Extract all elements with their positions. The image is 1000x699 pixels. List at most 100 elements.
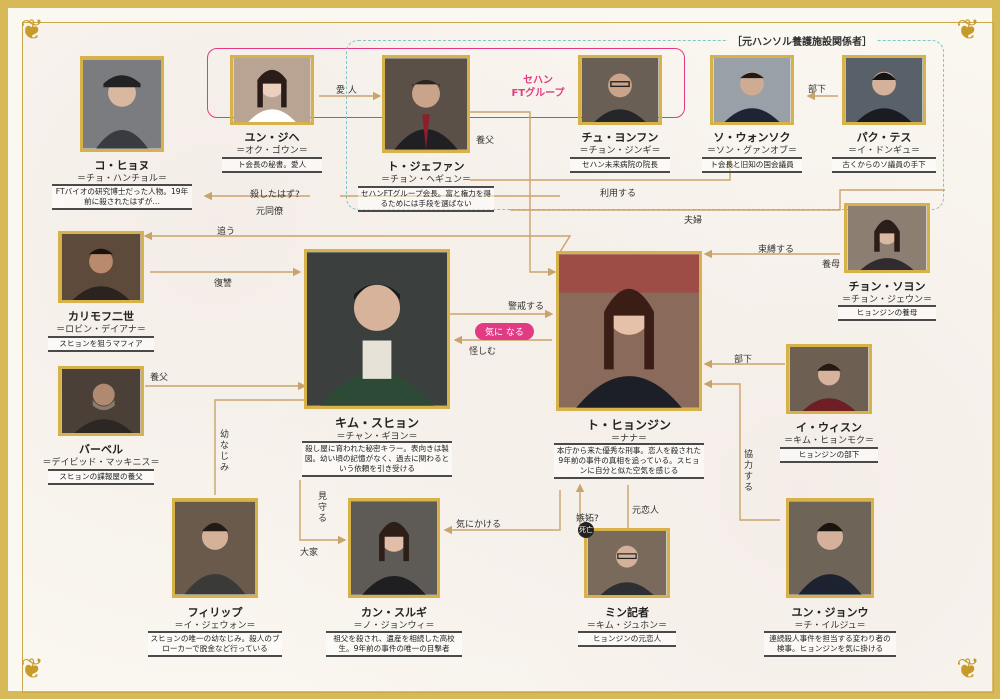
- portrait-kan-suruki: [348, 498, 440, 598]
- desc-babel: スヒョンの諜報屋の養父: [48, 469, 154, 485]
- portrait-to-jefan: [382, 55, 470, 153]
- desc-chu-yonfun: セハン未来病院の院長: [570, 157, 670, 173]
- actor-kim-suhyon: ＝チャン・ギヨン＝: [336, 432, 418, 442]
- actor-firippu: ＝イ・ジェウォン＝: [174, 621, 256, 631]
- actor-karimofu: ＝ロビン・デイアナ＝: [56, 325, 146, 335]
- desc-kan-suruki: 祖父を殺され、遺産を相続した高校生。9年前の事件の唯一の目撃者: [326, 631, 462, 657]
- label-watch: 見守る: [318, 492, 328, 524]
- label-adopt2: 養父: [150, 373, 169, 383]
- desc-chon-soyon: ヒョンジンの養母: [838, 305, 936, 321]
- actor-kan-suruki: ＝ノ・ジョンウィ＝: [353, 621, 435, 631]
- actor-i-wisun: ＝キム・ヒョンモク＝: [783, 436, 874, 446]
- portrait-yun-jonwu: [786, 498, 874, 598]
- label-interested: 気に なる: [475, 323, 534, 340]
- desc-i-wisun: ヒョンジンの部下: [780, 447, 878, 463]
- actor-babel: ＝デイビッド・マッキニス＝: [42, 458, 160, 468]
- desc-so-wonsoku: ト会長と旧知の国会議員: [702, 157, 802, 173]
- line-chase: [143, 231, 572, 253]
- portrait-ko-hyonu: [80, 56, 164, 152]
- label-foster: 養母: [822, 260, 841, 270]
- name-kim-suhyon: キム・スヒョン: [334, 416, 419, 430]
- name-babel: バーベル: [79, 443, 123, 456]
- label-killed: 殺したはず?: [250, 190, 300, 200]
- actor-ko-hyonu: ＝チョ・ハンチョル＝: [76, 174, 167, 184]
- label-wary: 警戒する: [508, 302, 545, 312]
- label-care: 気にかける: [456, 520, 502, 530]
- sehan-group-title: セハン FTグループ: [511, 75, 565, 99]
- actor-yun-jihye: ＝オク・ゴウン＝: [236, 146, 308, 156]
- actor-yun-jonwu: ＝チ・イルジュ＝: [794, 621, 866, 631]
- actor-to-jefan: ＝チョン・ヘギュン＝: [380, 175, 471, 185]
- label-lover: 愛 人: [336, 86, 357, 96]
- label-bind: 束縛する: [758, 245, 795, 255]
- desc-to-hyonjin: 本庁から来た優秀な刑事。恋人を殺された9年前の事件の真相を追っている。スヒョンに…: [554, 443, 704, 479]
- actor-chon-soyon: ＝チョン・ジェウン＝: [841, 295, 932, 305]
- portrait-kim-suhyon: [304, 249, 450, 409]
- label-jealous: 嫉妬?: [576, 514, 599, 524]
- actor-min-kisha: ＝キム・ジュホン＝: [586, 621, 668, 631]
- name-paku-tesu: パク・テス: [856, 131, 912, 144]
- ornament-corner-bottom-left: ❦: [20, 652, 44, 685]
- line-adopt1: [470, 111, 557, 277]
- label-subordinate2: 部下: [734, 355, 753, 365]
- portrait-min-kisha: [584, 528, 670, 598]
- portrait-babel: [58, 366, 144, 436]
- name-so-wonsoku: ソ・ウォンソク: [713, 131, 791, 144]
- name-yun-jonwu: ユン・ジョンウ: [791, 606, 869, 619]
- desc-paku-tesu: 古くからのソ議員の手下: [832, 157, 936, 173]
- label-suspect: 怪しむ: [469, 347, 497, 357]
- line-cooperate: [703, 379, 780, 521]
- label-childhood: 幼なじみ: [220, 430, 230, 473]
- label-use: 利用する: [600, 189, 637, 199]
- line-care: [443, 490, 561, 535]
- desc-firippu: スヒョンの唯一の幼なじみ。殺人のブローカーで脱金など行っている: [148, 631, 282, 657]
- name-yun-jihye: ユン・ジヘ: [244, 131, 300, 144]
- name-i-wisun: イ・ウィスン: [796, 421, 862, 434]
- name-to-jefan: ト・ジェファン: [387, 160, 465, 173]
- portrait-karimofu: [58, 231, 144, 303]
- line-watch: [299, 480, 347, 545]
- label-married: 夫婦: [684, 216, 703, 226]
- desc-yun-jihye: ト会長の秘書。愛人: [222, 157, 322, 173]
- portrait-i-wisun: [786, 344, 872, 414]
- label-cooperate: 協力する: [744, 450, 754, 493]
- desc-karimofu: スヒョンを狙うマフィア: [48, 336, 154, 352]
- portrait-chu-yonfun: [578, 55, 662, 125]
- name-ko-hyonu: コ・ヒョヌ: [94, 159, 150, 172]
- ornament-corner-top-left: ❦: [20, 13, 44, 46]
- label-landlord: 大家: [300, 548, 319, 558]
- desc-min-kisha: ヒョンジンの元恋人: [578, 631, 676, 647]
- actor-to-hyonjin: ＝ナナ＝: [610, 434, 647, 444]
- desc-kim-suhyon: 殺し屋に育われた秘密キラー。表向きは製図。幼い頃の記憶がなく、過去に関わるという…: [302, 441, 452, 477]
- label-ex-lover: 元恋人: [632, 506, 660, 516]
- label-chase: 追う: [217, 227, 236, 237]
- portrait-paku-tesu: [842, 55, 926, 125]
- death-badge: 死亡: [578, 522, 594, 538]
- desc-ko-hyonu: FTバイオの研究博士だった人物。19年前に殺されたはずが…: [52, 184, 192, 210]
- ornament-corner-bottom-right: ❦: [956, 652, 980, 685]
- name-chu-yonfun: チュ・ヨンフン: [581, 131, 659, 144]
- actor-paku-tesu: ＝イ・ドンギュ＝: [847, 146, 920, 156]
- orphanage-group-title: ［元ハンソル養護施設関係者］: [728, 33, 876, 48]
- portrait-firippu: [172, 498, 258, 598]
- name-to-hyonjin: ト・ヒョンジン: [586, 418, 671, 432]
- label-subordinate1: 部下: [808, 85, 827, 95]
- actor-so-wonsoku: ＝ソン・グァンオブ＝: [706, 146, 797, 156]
- portrait-to-hyonjin: [556, 251, 702, 411]
- label-adopt1: 養父: [476, 136, 495, 146]
- portrait-chon-soyon: [844, 203, 930, 273]
- name-firippu: フィリップ: [187, 606, 243, 619]
- name-chon-soyon: チョン・ソヨン: [848, 280, 926, 293]
- portrait-yun-jihye: [230, 55, 314, 125]
- desc-to-jefan: セハンFTグループ会長。富と権力を得るためには手段を選ばない: [358, 186, 494, 212]
- name-karimofu: カリモフ二世: [68, 310, 134, 323]
- name-kan-suruki: カン・スルギ: [361, 606, 427, 619]
- line-married: [510, 189, 945, 211]
- name-min-kisha: ミン記者: [605, 606, 649, 619]
- portrait-so-wonsoku: [710, 55, 794, 125]
- ornament-corner-top-right: ❦: [956, 13, 980, 46]
- label-colleague: 元同僚: [256, 207, 284, 217]
- label-revenge: 復讐: [214, 279, 233, 289]
- line-childhood: [214, 399, 305, 495]
- desc-yun-jonwu: 連続殺人事件を担当する変わり者の検事。ヒョンジンを気に掛ける: [764, 631, 896, 657]
